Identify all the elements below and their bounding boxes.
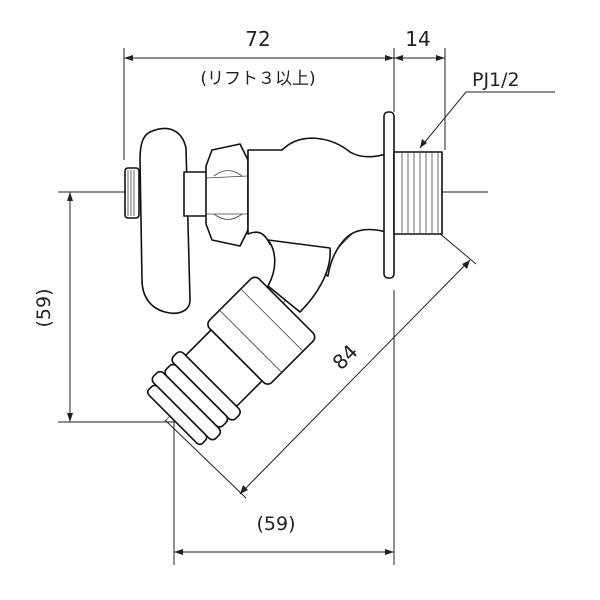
diagonal-length-label: 84 [328,340,363,375]
top-width-note: (リフト３以上) [200,69,315,89]
thread-length-label: 14 [405,27,430,51]
threaded-inlet [393,151,443,235]
thread-spec-label: PJ1/2 [472,69,520,91]
top-width-label: 72 [245,27,270,51]
faucet-body [124,111,443,446]
dimension-lines [58,48,555,565]
vertical-offset-label: (59) [33,288,55,327]
horizontal-offset-label: (59) [256,513,295,535]
bonnet-nut [205,143,249,247]
handle-knob [139,127,191,315]
wall-flange [383,111,395,279]
